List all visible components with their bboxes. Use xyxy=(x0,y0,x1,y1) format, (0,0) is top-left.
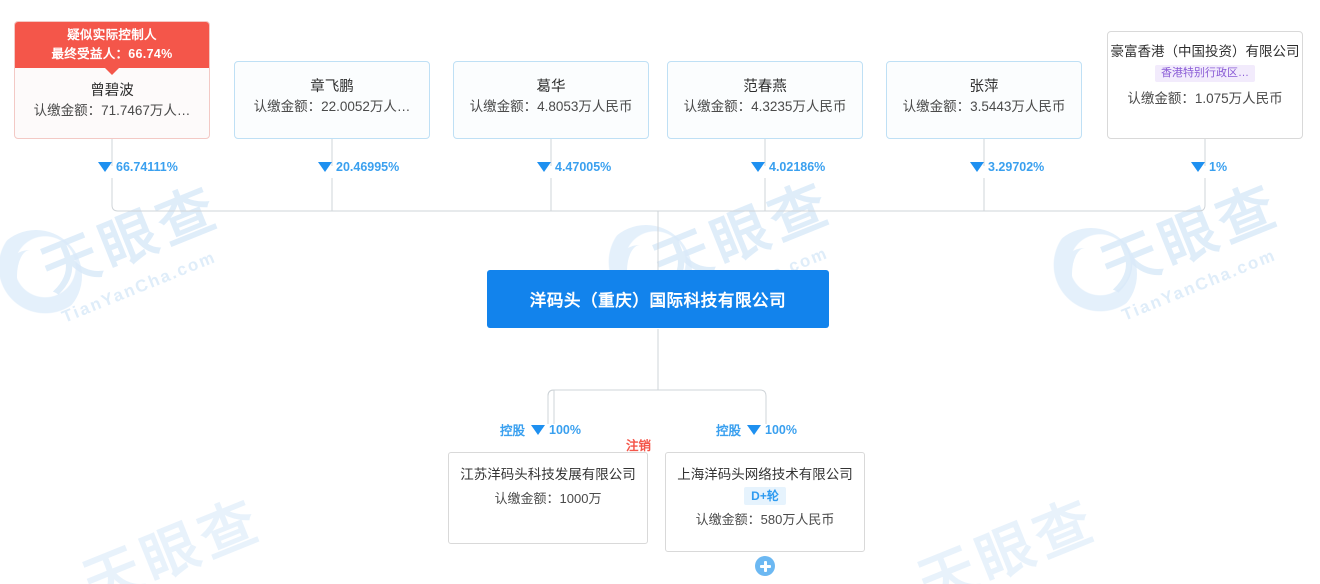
controller-badge-line1: 疑似实际控制人 xyxy=(67,28,157,42)
percent-value: 3.29702% xyxy=(988,160,1045,174)
shareholder-name[interactable]: 张萍 xyxy=(969,79,999,95)
main-company-name: 洋码头（重庆）国际科技有限公司 xyxy=(529,292,787,310)
watermark-text: 天眼查 xyxy=(70,475,273,584)
percent-value: 100% xyxy=(765,422,797,437)
percent-value: 4.02186% xyxy=(769,160,826,174)
controller-name[interactable]: 曾碧波 xyxy=(90,83,134,99)
down-arrow-icon xyxy=(318,162,332,172)
region-tag: 香港特别行政区… xyxy=(1155,65,1255,82)
subsidiary-name[interactable]: 江苏洋码头科技发展有限公司 xyxy=(460,467,636,482)
watermark-cn: 天眼查 xyxy=(1092,172,1289,301)
down-arrow-icon xyxy=(98,162,112,172)
shareholder-amount: 认缴金额：4.8053万人民币 xyxy=(469,99,633,114)
ownership-percent: 3.29702% xyxy=(970,160,1044,174)
subsidiary-relation: 控股 100% xyxy=(500,420,581,439)
percent-value: 100% xyxy=(549,422,581,437)
ownership-percent: 1% xyxy=(1191,160,1227,174)
watermark-logo xyxy=(1045,228,1137,320)
shareholder-amount: 认缴金额：3.5443万人民币 xyxy=(902,99,1066,114)
shareholder-name[interactable]: 葛华 xyxy=(536,79,566,95)
controller-body: 曾碧波 认缴金额：71.7467万人… xyxy=(15,68,209,120)
controller-badge-line2: 最终受益人：66.74% xyxy=(51,47,173,61)
percent-value: 20.46995% xyxy=(336,160,400,174)
shareholder-node[interactable]: 范春燕 认缴金额：4.3235万人民币 xyxy=(667,61,863,139)
shareholder-node[interactable]: 章飞鹏 认缴金额：22.0052万人… xyxy=(234,61,430,139)
shareholder-name[interactable]: 章飞鹏 xyxy=(310,79,354,95)
watermark-text: 天眼查 TianYanCha.com xyxy=(28,162,239,327)
ownership-percent: 20.46995% xyxy=(318,160,399,174)
expand-plus-button[interactable] xyxy=(755,556,775,576)
percent-value: 1% xyxy=(1209,160,1228,174)
watermark-logo xyxy=(0,230,82,322)
down-arrow-icon xyxy=(751,162,765,172)
down-arrow-icon xyxy=(537,162,551,172)
watermark-cn: 天眼查 xyxy=(909,487,1106,584)
down-arrow-icon xyxy=(531,424,546,435)
down-arrow-icon xyxy=(970,162,984,172)
shareholder-node[interactable]: 葛华 认缴金额：4.8053万人民币 xyxy=(453,61,649,139)
subsidiary-node[interactable]: 上海洋码头网络技术有限公司 D+轮 认缴金额：580万人民币 xyxy=(665,452,865,552)
ownership-percent: 4.47005% xyxy=(537,160,611,174)
hk-shareholder-amount: 认缴金额：1.075万人民币 xyxy=(1127,91,1283,106)
status-badge: 注销 xyxy=(625,439,651,453)
down-arrow-icon xyxy=(747,424,762,435)
ownership-percent: 66.74111% xyxy=(98,160,178,174)
relation-label: 控股 xyxy=(500,424,526,438)
watermark-en: TianYanCha.com xyxy=(59,247,219,327)
main-company-node[interactable]: 洋码头（重庆）国际科技有限公司 xyxy=(487,270,829,328)
down-arrow-icon xyxy=(1191,162,1205,172)
watermark-text: 天眼查 TianYanCha.com xyxy=(1088,160,1299,325)
controller-amount: 认缴金额：71.7467万人… xyxy=(33,103,191,118)
percent-value: 66.74111% xyxy=(116,160,178,174)
subsidiary-amount: 认缴金额：580万人民币 xyxy=(695,512,835,527)
controller-badge: 疑似实际控制人 最终受益人：66.74% xyxy=(15,22,209,75)
relation-label: 控股 xyxy=(716,424,742,438)
hk-shareholder-node[interactable]: 豪富香港（中国投资）有限公司 香港特别行政区… 认缴金额：1.075万人民币 xyxy=(1107,31,1303,139)
watermark-cn: 天眼查 xyxy=(74,487,271,584)
subsidiary-node[interactable]: 注销 江苏洋码头科技发展有限公司 认缴金额：1000万 xyxy=(448,439,651,544)
controller-node[interactable]: 疑似实际控制人 最终受益人：66.74% 曾碧波 认缴金额：71.7467万人… xyxy=(14,21,210,139)
shareholder-amount: 认缴金额：4.3235万人民币 xyxy=(683,99,847,114)
shareholder-amount: 认缴金额：22.0052万人… xyxy=(253,99,411,114)
hk-shareholder-name[interactable]: 豪富香港（中国投资）有限公司 xyxy=(1110,44,1300,59)
shareholder-node[interactable]: 张萍 认缴金额：3.5443万人民币 xyxy=(886,61,1082,139)
watermark-text: 天眼查 xyxy=(905,475,1108,584)
watermark-en: TianYanCha.com xyxy=(1119,245,1279,325)
funding-round-badge: D+轮 xyxy=(744,487,786,505)
percent-value: 4.47005% xyxy=(555,160,612,174)
ownership-percent: 4.02186% xyxy=(751,160,825,174)
watermark-cn: 天眼查 xyxy=(32,174,229,303)
subsidiary-relation: 控股 100% xyxy=(716,420,797,439)
subsidiary-amount: 认缴金额：1000万 xyxy=(494,491,602,506)
subsidiary-name[interactable]: 上海洋码头网络技术有限公司 xyxy=(677,467,853,482)
shareholder-name[interactable]: 范春燕 xyxy=(743,79,787,95)
